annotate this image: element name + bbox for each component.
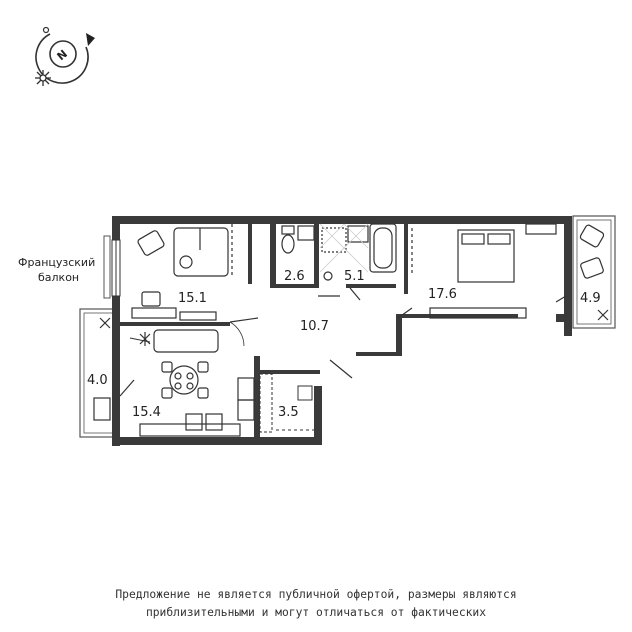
east-balcony-inner — [576, 219, 612, 325]
doors — [119, 287, 567, 397]
compass-letter: N — [55, 47, 70, 63]
dining-table — [169, 365, 199, 395]
disclaimer-line-2: приблизительными и могут отличаться от ф… — [145, 606, 487, 619]
toilet-area: 2.6 — [284, 269, 305, 284]
living-room-area: 15.1 — [178, 291, 207, 306]
kitchen-sink — [205, 413, 223, 431]
living-room-furniture — [131, 224, 233, 321]
interior-walls — [120, 220, 408, 440]
bathtub — [369, 223, 397, 273]
compass-inner-circle — [49, 40, 77, 68]
sink — [297, 225, 315, 241]
bedroom-area: 17.6 — [428, 287, 457, 302]
sofa-bed — [173, 227, 229, 277]
bedroom-furniture — [411, 223, 605, 319]
exterior-walls — [112, 216, 572, 446]
east-balcony — [572, 215, 616, 329]
fridge — [237, 377, 255, 401]
plant-icon — [99, 309, 609, 346]
compass-marker-icon — [42, 26, 50, 34]
compass: N — [35, 26, 95, 86]
compass-ring — [35, 33, 89, 84]
compass-arrow-icon — [86, 33, 95, 46]
storage-area: 3.5 — [278, 405, 299, 420]
balcony-armchair — [579, 224, 605, 248]
toilet-bowl — [281, 234, 295, 254]
toilet-tank — [281, 225, 295, 235]
double-bed — [457, 229, 515, 283]
kitchen-sofa — [153, 329, 219, 353]
sun-icon — [35, 70, 51, 86]
drain-icon — [323, 271, 333, 281]
storage-shelves — [259, 373, 314, 433]
french-balcony-label: Французский балкон — [18, 256, 99, 284]
kitchen-furniture — [93, 329, 255, 437]
pouf — [179, 255, 193, 269]
boiler — [237, 399, 255, 421]
sanitary-fixtures — [281, 223, 397, 281]
west-balcony-area: 4.0 — [87, 373, 108, 388]
west-window — [111, 239, 121, 297]
disclaimer: Предложение не является публичной оферто… — [0, 586, 632, 622]
armchair — [137, 230, 165, 256]
room-area-labels: 15.1 2.6 5.1 10.7 17.6 4.9 4.0 15.4 3.5 — [87, 269, 601, 420]
kitchen-area: 15.4 — [132, 405, 161, 420]
bathroom-area: 5.1 — [344, 269, 365, 284]
bathroom-sink — [347, 225, 369, 243]
balcony-chair — [93, 397, 111, 421]
dresser — [525, 223, 557, 235]
desk — [131, 307, 177, 319]
kitchen-counter — [139, 423, 241, 437]
hob — [185, 413, 203, 431]
bedroom-wardrobe — [429, 307, 527, 319]
disclaimer-line-1: Предложение не является публичной оферто… — [115, 588, 517, 601]
tv-stand — [179, 311, 217, 321]
bathroom-tile-pattern — [319, 223, 369, 273]
washing-machine — [321, 227, 347, 253]
hallway-area: 10.7 — [300, 319, 329, 334]
french-balcony-rail — [103, 235, 111, 299]
desk-chair — [141, 291, 161, 307]
east-balcony-area: 4.9 — [580, 291, 601, 306]
